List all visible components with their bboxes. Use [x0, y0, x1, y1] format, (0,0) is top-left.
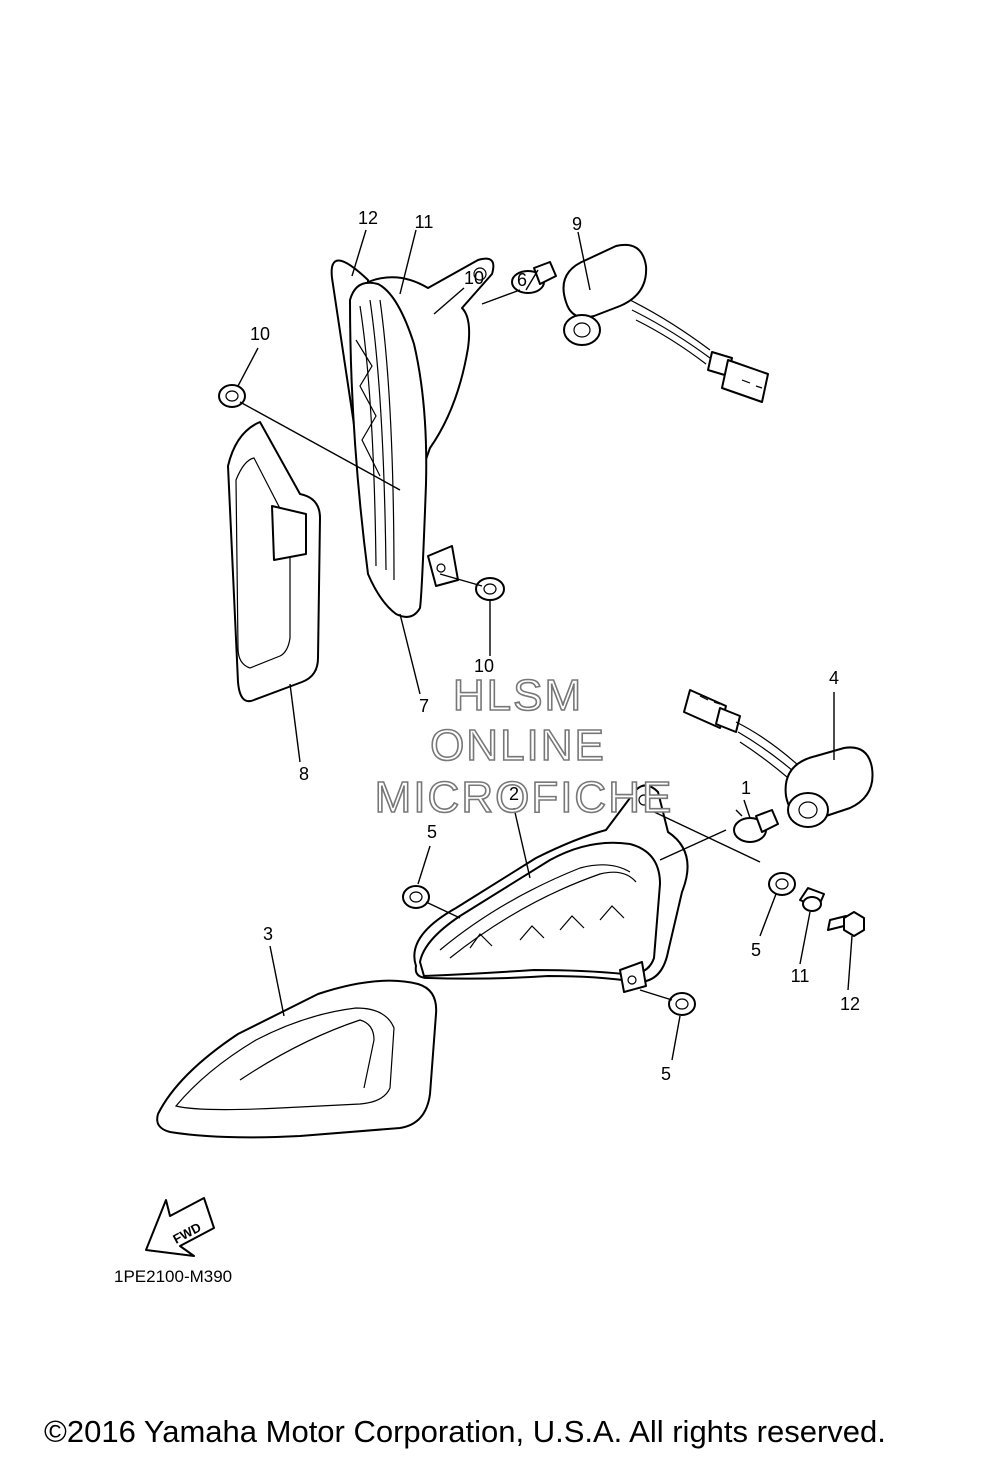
callout-2: 2	[509, 784, 519, 804]
callout-5-right: 5	[751, 940, 761, 960]
collar-lower	[799, 887, 825, 912]
callout-9: 9	[572, 214, 582, 234]
lamp-body-upper	[330, 257, 495, 618]
callout-7: 7	[419, 696, 429, 716]
callout-5-bottom: 5	[661, 1064, 671, 1084]
lens-upper	[227, 421, 321, 703]
watermark-line2: ONLINE	[430, 721, 606, 770]
callout-4: 4	[829, 668, 839, 688]
callout-labels: 12 11 10 6 9 10 10 7 8 4 1 2 5 5 11 12 5…	[250, 208, 860, 1084]
callout-10-upper-bottom: 10	[474, 656, 494, 676]
callout-3: 3	[263, 924, 273, 944]
callout-12-upper: 12	[358, 208, 378, 228]
grommet-lower-right	[768, 872, 796, 896]
grommet-lower-left	[402, 885, 430, 909]
watermark: HLSM ONLINE MICROFICHE	[374, 670, 674, 823]
bulb-lower	[733, 809, 779, 843]
watermark-line1: HLSM	[453, 671, 583, 720]
callout-6: 6	[517, 270, 527, 290]
lens-lower	[156, 979, 438, 1139]
leader-lines	[237, 229, 853, 1061]
grommet-upper-bottom	[475, 577, 505, 601]
callout-11-lower: 11	[791, 966, 810, 986]
lamp-body-lower	[413, 784, 689, 993]
callout-1: 1	[741, 778, 751, 798]
copyright-notice: ©2016 Yamaha Motor Corporation, U.S.A. A…	[44, 1414, 886, 1449]
callout-10-upper-right: 10	[464, 268, 484, 288]
screw-lower	[827, 911, 865, 937]
grommet-upper-left	[218, 384, 246, 408]
callout-10-upper-left: 10	[250, 324, 270, 344]
callout-5-left: 5	[427, 822, 437, 842]
fwd-arrow-icon: FWD	[145, 1197, 215, 1257]
callout-8: 8	[299, 764, 309, 784]
socket-wire-upper	[562, 244, 769, 403]
grommet-lower-bottom	[668, 992, 696, 1016]
callout-11-upper: 11	[415, 212, 434, 232]
diagram-code: 1PE2100-M390	[114, 1267, 232, 1286]
bulb-upper	[511, 261, 557, 294]
socket-wire-lower	[683, 689, 874, 828]
watermark-line3: MICROFICHE	[375, 773, 674, 822]
callout-12-lower: 12	[840, 994, 860, 1014]
